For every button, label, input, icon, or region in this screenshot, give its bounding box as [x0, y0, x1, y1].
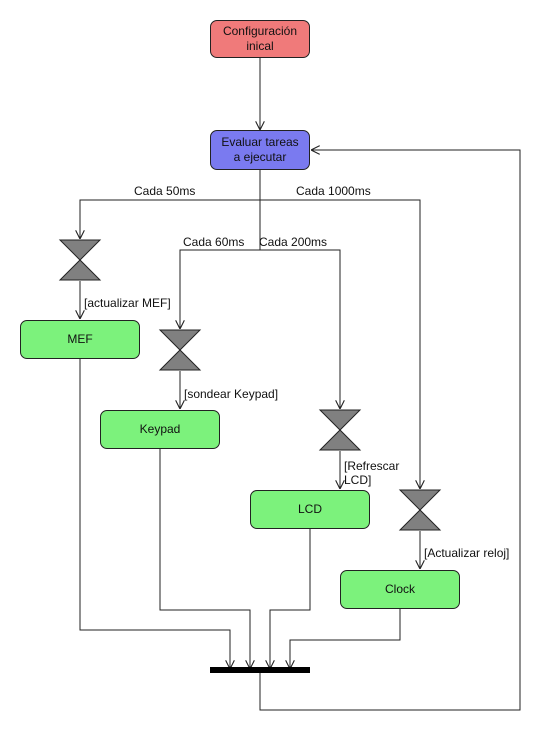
node-lcd[interactable]: LCD: [250, 490, 370, 529]
edge-lcd-to-join: [270, 529, 311, 669]
node-config-inicial[interactable]: Configuración inical: [210, 20, 310, 58]
edge-loop-back: [259, 150, 521, 711]
node-mef[interactable]: MEF: [20, 320, 140, 359]
gate-keypad: [158, 329, 202, 371]
edge-branch-1000ms: [260, 199, 420, 489]
label-cada-1000ms: Cada 1000ms: [296, 184, 371, 198]
node-keypad[interactable]: Keypad: [100, 410, 220, 449]
edge-branch-200ms: [260, 249, 340, 409]
gate-clock: [398, 489, 442, 531]
guard-refrescar-lcd: [Refrescar LCD]: [344, 459, 400, 487]
node-evaluar-tareas[interactable]: Evaluar tareas a ejecutar: [210, 130, 310, 170]
edge-branch-50ms: [80, 199, 260, 239]
label-cada-60ms: Cada 60ms: [183, 235, 245, 249]
gate-mef: [58, 239, 102, 281]
guard-actualizar-reloj: [Actualizar reloj]: [424, 546, 510, 560]
gate-lcd: [318, 409, 362, 451]
node-clock[interactable]: Clock: [340, 570, 460, 609]
edge-keypad-to-join: [159, 449, 250, 669]
guard-sondear-keypad: [sondear Keypad]: [184, 387, 279, 401]
label-cada-50ms: Cada 50ms: [134, 184, 196, 198]
guard-actualizar-mef: [actualizar MEF]: [84, 296, 171, 310]
edge-branch-60ms: [180, 249, 260, 329]
join-bar: [210, 667, 310, 673]
edge-clock-to-join: [290, 609, 401, 669]
label-cada-200ms: Cada 200ms: [259, 235, 328, 249]
edge-mef-to-join: [79, 359, 230, 669]
